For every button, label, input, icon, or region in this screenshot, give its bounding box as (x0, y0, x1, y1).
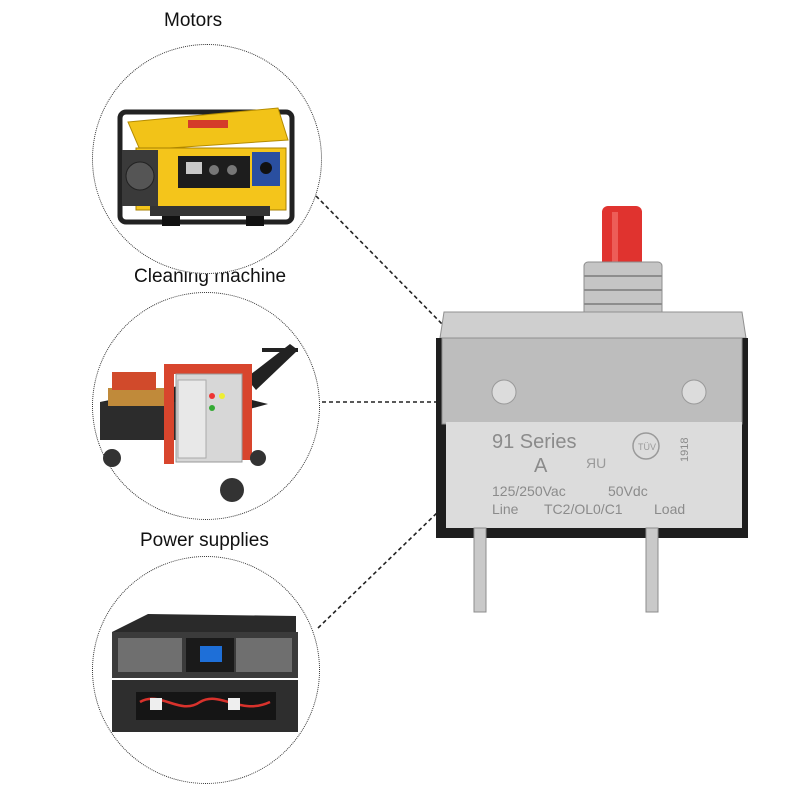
reset-button (602, 206, 642, 268)
ur-mark-icon: ЯU (586, 455, 606, 471)
tuv-mark-icon (632, 432, 660, 460)
label-cleaning-machine: Cleaning machine (134, 266, 287, 287)
label-motors: Motors (164, 10, 223, 31)
voltage-ac-text: 125/250Vac (492, 483, 566, 499)
load-text: Load (654, 501, 686, 517)
rating-text: A (534, 455, 548, 477)
svg-text:TÜV: TÜV (638, 442, 656, 452)
code-text: TC2/OL0/C1 (544, 501, 623, 517)
date-code-text: 1918 (679, 437, 691, 462)
series-text: 91 Series (492, 431, 577, 453)
voltage-dc-text: 50Vdc (608, 483, 648, 499)
label-power-supplies: Power supplies (140, 530, 269, 551)
mounting-plate (439, 311, 747, 339)
terminal-line (473, 527, 487, 613)
label-face (446, 422, 742, 528)
line-text: Line (492, 501, 519, 517)
terminal-load (645, 527, 659, 613)
